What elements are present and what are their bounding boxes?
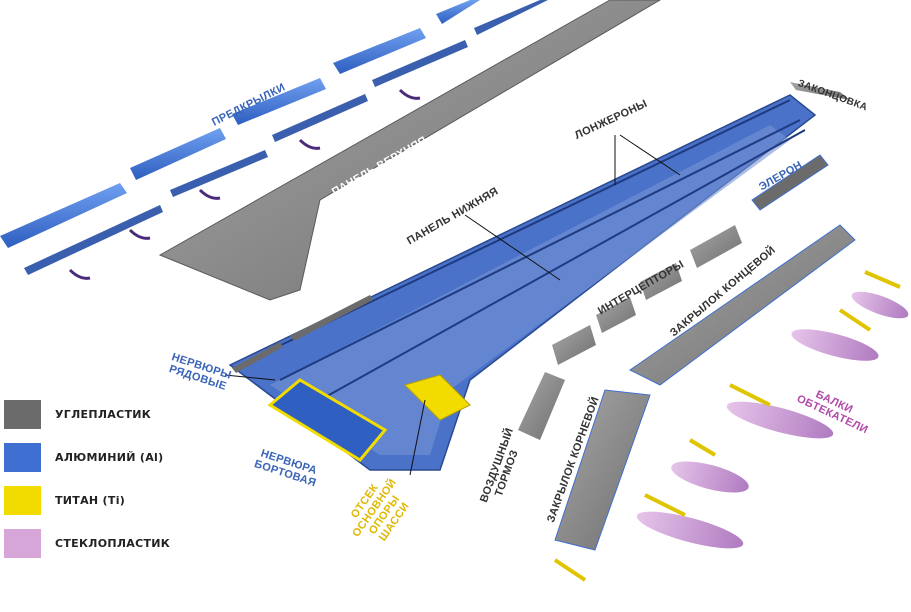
materials-legend: УГЛЕПЛАСТИК АЛЮМИНИЙ (Al) ТИТАН (Ti) СТЕ…	[4, 400, 204, 572]
legend-label: ТИТАН (Ti)	[55, 494, 126, 507]
slat-rail	[474, 0, 548, 35]
wing-box	[228, 94, 817, 471]
legend-label: СТЕКЛОПЛАСТИК	[55, 537, 171, 550]
upper-panel-shape	[158, 0, 661, 301]
legend-swatch	[4, 400, 41, 429]
legend-swatch	[4, 486, 41, 515]
legend-item-aluminium: АЛЮМИНИЙ (Al)	[4, 443, 204, 472]
legend-item-carbon: УГЛЕПЛАСТИК	[4, 400, 204, 429]
slat-rail	[372, 40, 468, 87]
fairings-group	[553, 270, 909, 582]
slat-rail	[170, 150, 268, 197]
slat-panel	[436, 0, 480, 24]
slats-group	[0, 0, 548, 280]
leader-lines	[224, 134, 681, 476]
slat-rail	[24, 205, 163, 275]
outer-flap-shape	[629, 224, 856, 386]
slat-rail	[272, 94, 368, 142]
spoilers-group	[552, 225, 742, 365]
legend-label: УГЛЕПЛАСТИК	[55, 408, 152, 421]
slat-panel	[333, 28, 426, 74]
slat-panel	[130, 128, 226, 180]
legend-swatch	[4, 529, 41, 558]
slat-panel	[232, 78, 326, 125]
legend-swatch	[4, 443, 41, 472]
legend-item-fiberglass: СТЕКЛОПЛАСТИК	[4, 529, 204, 558]
side-rib-shape	[267, 378, 388, 462]
gear-bay-shape	[404, 374, 471, 421]
wingtip-shape	[790, 82, 850, 100]
airbrake-shape	[518, 372, 565, 440]
slat-panel	[0, 183, 127, 248]
root-flap-shape	[554, 389, 651, 551]
aileron-shape	[751, 154, 829, 211]
legend-label: АЛЮМИНИЙ (Al)	[55, 451, 164, 464]
legend-item-titanium: ТИТАН (Ti)	[4, 486, 204, 515]
